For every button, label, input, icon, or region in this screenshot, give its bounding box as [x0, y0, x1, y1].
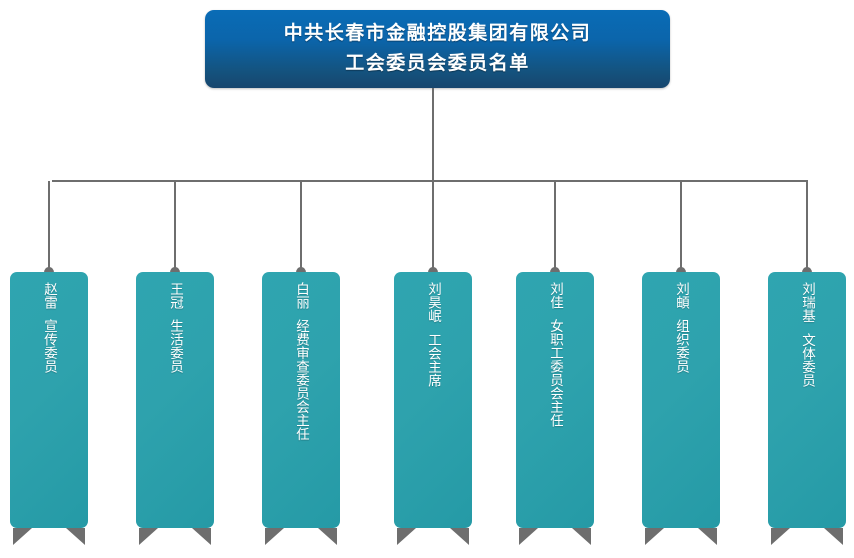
- member-role: 女职工委员会主任: [548, 319, 563, 427]
- member-role: 工会主席: [426, 332, 441, 387]
- foot-marker-left-icon: [771, 528, 790, 545]
- foot-marker-left-icon: [139, 528, 158, 545]
- member-node-2[interactable]: 王冠 生活委员: [136, 267, 214, 545]
- member-node-3[interactable]: 白丽 经费审查委员会主任: [262, 267, 340, 545]
- foot-marker-left-icon: [265, 528, 284, 545]
- member-node-1[interactable]: 赵雷 宣传委员: [10, 267, 88, 545]
- member-node-7[interactable]: 刘瑞基 文体委员: [768, 267, 846, 545]
- member-box-5[interactable]: 刘佳 女职工委员会主任: [516, 272, 594, 528]
- member-name: 刘佳: [548, 282, 563, 309]
- member-name: 刘頔: [674, 282, 689, 309]
- member-name: 刘瑞基: [800, 282, 815, 323]
- member-role: 生活委员: [168, 319, 183, 373]
- member-node-5[interactable]: 刘佳 女职工委员会主任: [516, 267, 594, 545]
- member-box-6[interactable]: 刘頔 组织委员: [642, 272, 720, 528]
- foot-marker-left-icon: [397, 528, 416, 545]
- member-role: 经费审查委员会主任: [294, 319, 309, 441]
- member-role: 宣传委员: [42, 319, 57, 373]
- root-node-title[interactable]: 中共长春市金融控股集团有限公司 工会委员会委员名单: [205, 10, 670, 88]
- foot-marker-right-icon: [450, 528, 469, 545]
- member-box-1[interactable]: 赵雷 宣传委员: [10, 272, 88, 528]
- member-box-2[interactable]: 王冠 生活委员: [136, 272, 214, 528]
- member-box-3[interactable]: 白丽 经费审查委员会主任: [262, 272, 340, 528]
- member-name: 刘昊岷: [426, 282, 441, 323]
- member-role: 文体委员: [800, 332, 815, 387]
- root-title-line-2: 工会委员会委员名单: [345, 53, 530, 74]
- foot-marker-left-icon: [13, 528, 32, 545]
- foot-marker-right-icon: [824, 528, 843, 545]
- foot-marker-right-icon: [318, 528, 337, 545]
- member-node-6[interactable]: 刘頔 组织委员: [642, 267, 720, 545]
- member-node-4[interactable]: 刘昊岷 工会主席: [394, 267, 472, 545]
- member-role: 组织委员: [674, 319, 689, 373]
- foot-marker-left-icon: [645, 528, 664, 545]
- member-name: 王冠: [168, 282, 183, 309]
- foot-marker-right-icon: [572, 528, 591, 545]
- member-name: 赵雷: [42, 282, 57, 309]
- foot-marker-right-icon: [192, 528, 211, 545]
- member-name: 白丽: [294, 282, 309, 309]
- foot-marker-right-icon: [66, 528, 85, 545]
- foot-marker-right-icon: [698, 528, 717, 545]
- foot-marker-left-icon: [519, 528, 538, 545]
- member-box-7[interactable]: 刘瑞基 文体委员: [768, 272, 846, 528]
- root-title-line-1: 中共长春市金融控股集团有限公司: [283, 23, 592, 44]
- member-box-4[interactable]: 刘昊岷 工会主席: [394, 272, 472, 528]
